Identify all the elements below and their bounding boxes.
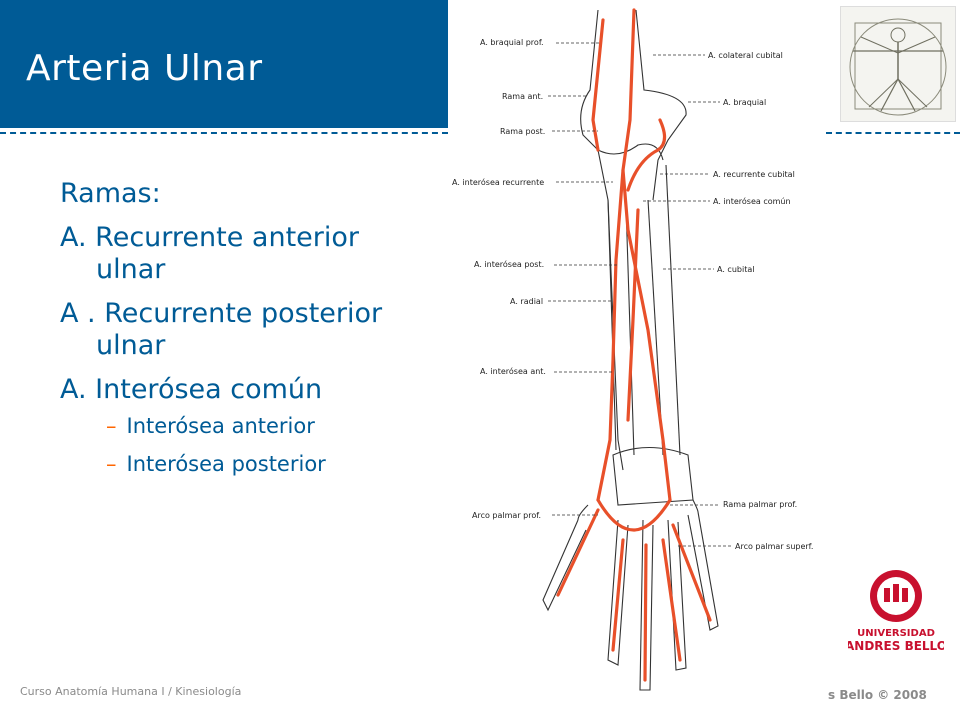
arm-drawing [542,8,732,691]
vitruvian-icon [849,18,947,116]
recurrent-ulnar-path [626,118,667,192]
branch-2-line-1: A . Recurrente posterior [60,298,383,329]
footer-copyright: s Bello © 2008 [828,688,927,702]
little-artery-path [671,523,712,622]
label-rama-palmar-prof: Rama palmar prof. [723,500,798,509]
label-colateral-cubital: A. colateral cubital [708,51,783,60]
finger-index [607,519,629,666]
ulna-right [665,164,681,456]
label-rama-ant: Rama ant. [502,92,544,101]
branch-1-line-1: A. Recurrente anterior [60,222,359,253]
label-arco-palmar-prof: Arco palmar prof. [472,511,542,520]
finger-middle [639,519,654,691]
deep-brachial-path [591,18,605,152]
title-bar: Arteria Ulnar [0,0,448,128]
dash-bullet: – [106,414,117,438]
sub-branch-1: –Interósea anterior [60,414,460,438]
footer-course: Curso Anatomía Humana I / Kinesiología [20,685,242,698]
humerus-outline-right [635,9,687,201]
sub-branch-2: –Interósea posterior [60,452,460,476]
label-braquial: A. braquial [723,98,767,107]
slide-title: Arteria Ulnar [26,48,263,89]
ramas-heading: Ramas: [60,178,161,209]
ring-artery-path [661,538,682,662]
radial-artery-path [596,168,625,502]
branch-3: A. Interósea común [60,374,323,405]
thumb-artery-path [556,508,600,597]
logo-line-1: UNIVERSIDAD [857,628,935,639]
slide-content: Ramas: A. Recurrente anterior ulnar A . … [60,178,460,476]
label-radial: A. radial [510,297,544,306]
label-cubital: A. cubital [717,265,755,274]
label-rama-post: Rama post. [500,127,546,136]
middle-artery-path [643,543,648,682]
palmar-arch-path [596,498,672,532]
interosseous-path [626,208,640,422]
label-recurrente-cubital: A. recurrente cubital [713,170,795,179]
wrist-bones [612,447,694,506]
label-interosea-comun: A. interósea común [713,197,791,206]
sub-branch-1-label: Interósea anterior [126,414,315,438]
header-divider-right [826,132,960,134]
dash-bullet: – [106,452,117,476]
thumb [542,519,587,612]
radius-right [625,204,635,456]
branch-2-line-2: ulnar [96,330,166,361]
palm-right [692,499,699,513]
label-interosea-recurrente: A. interósea recurrente [452,178,545,187]
ulnar-artery-path [621,8,672,502]
sub-branch-2-label: Interósea posterior [126,452,326,476]
logo-line-2: ANDRES BELLO [848,639,944,653]
radius-left [607,199,617,451]
label-arco-palmar-superf: Arco palmar superf. [735,542,814,551]
label-interosea-post: A. interósea post. [474,260,545,269]
index-artery-path [611,538,625,652]
anatomy-illustration: A. braquial prof. Rama ant. Rama post. A… [448,0,826,720]
branch-1-line-2: ulnar [96,254,166,285]
humerus-outline-left [580,9,624,471]
finger-little [687,511,719,631]
vitruvian-man-image [840,6,956,122]
university-seal-icon: UNIVERSIDAD ANDRES BELLO [845,570,947,653]
header-divider-left [0,132,448,134]
palm-left [577,504,589,521]
university-logo: UNIVERSIDAD ANDRES BELLO [845,566,947,656]
label-braquial-prof: A. braquial prof. [480,38,544,47]
label-interosea-ant: A. interósea ant. [480,367,546,376]
